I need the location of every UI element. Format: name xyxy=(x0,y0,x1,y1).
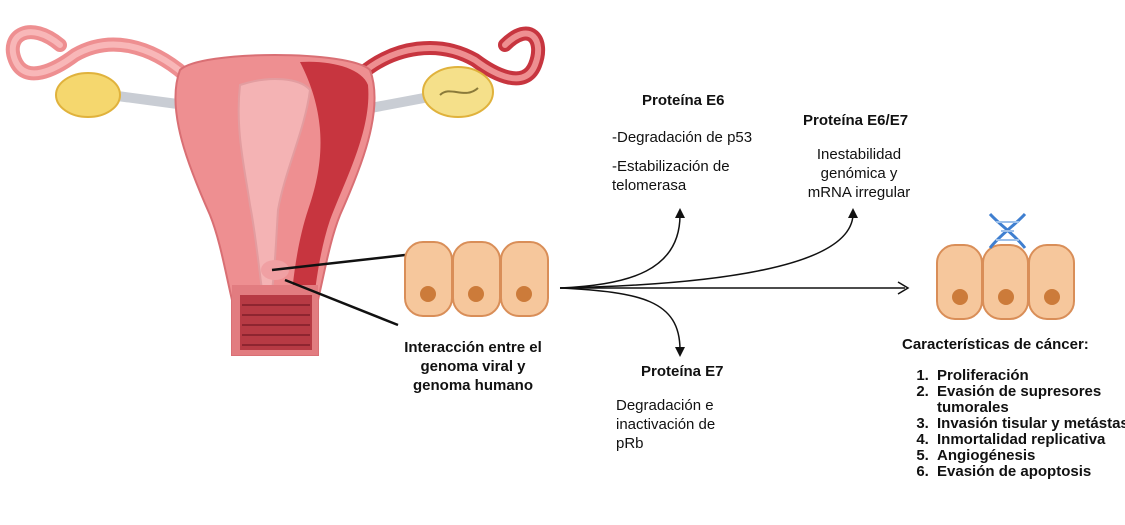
feature-item: Invasión tisular y metástasis xyxy=(933,416,1125,432)
epithelial-cells-icon xyxy=(405,242,548,316)
e7-title: Proteína E7 xyxy=(641,362,724,381)
feature-item: Inmortalidad replicativa xyxy=(933,432,1125,448)
arrow-e7 xyxy=(560,288,680,350)
e6-point-2: -Estabilización de telomerasa xyxy=(612,157,772,195)
e6e7-title: Proteína E6/E7 xyxy=(803,111,908,130)
cancer-features-list: Proliferación Evasión de supresores tumo… xyxy=(905,368,1125,480)
cancer-title: Características de cáncer: xyxy=(902,335,1089,354)
e7-description: Degradación e inactivación de pRb xyxy=(616,396,734,453)
feature-item: Evasión de supresores tumorales xyxy=(933,384,1125,416)
arrow-e6 xyxy=(560,215,680,288)
e6-title: Proteína E6 xyxy=(642,91,725,110)
e6e7-description: Inestabilidad genómica y mRNA irregular xyxy=(798,145,920,202)
e6-description: -Degradación de p53 -Estabilización de t… xyxy=(612,128,772,205)
ovary-left-icon xyxy=(56,73,120,117)
feature-item: Angiogénesis xyxy=(933,448,1125,464)
feature-item: Evasión de apoptosis xyxy=(933,464,1125,480)
cancer-cells-icon xyxy=(937,245,1074,319)
feature-item: Proliferación xyxy=(933,368,1125,384)
interaction-label: Interacción entre el genoma viral y geno… xyxy=(398,338,548,395)
arrow-e6e7 xyxy=(560,215,853,288)
e6-point-1: -Degradación de p53 xyxy=(612,128,772,147)
